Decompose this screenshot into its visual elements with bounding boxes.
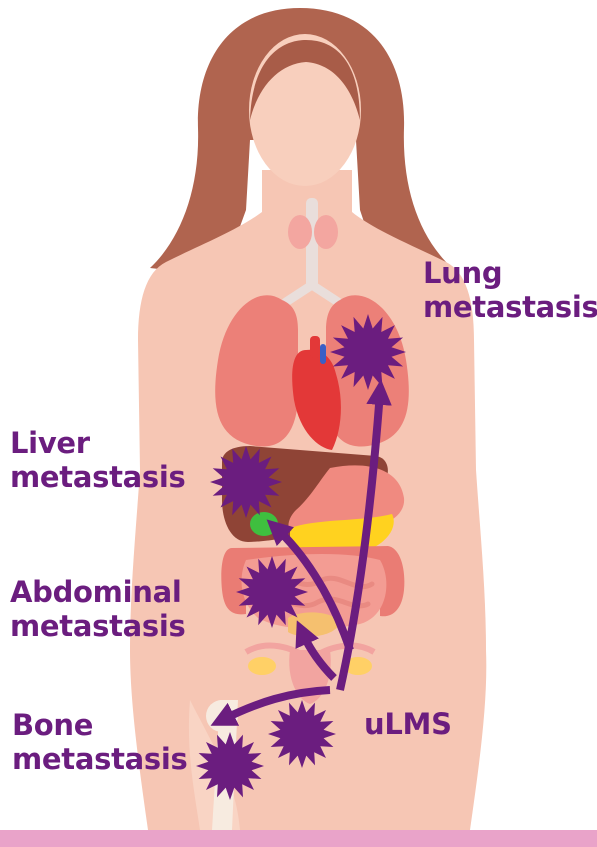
- gallbladder: [250, 512, 278, 536]
- bone-label-line2: metastasis: [12, 742, 187, 776]
- liver-label-line1: Liver: [10, 426, 185, 460]
- tumor-lung: [330, 314, 406, 390]
- abdominal-label-line1: Abdominal: [10, 575, 185, 609]
- tumor-primary-ulms: [268, 700, 336, 768]
- ulms-label-text: uLMS: [364, 707, 452, 741]
- thyroid-left: [288, 215, 312, 249]
- vein: [320, 344, 326, 364]
- ovary-left: [248, 657, 276, 675]
- aorta: [310, 336, 320, 358]
- tumor-abdominal: [236, 556, 308, 628]
- lung-metastasis-label: Lung metastasis: [423, 256, 597, 324]
- bone-label-line1: Bone: [12, 708, 187, 742]
- tumor-bone: [196, 732, 264, 800]
- ulms-primary-label: uLMS: [364, 707, 452, 741]
- lung-label-line2: metastasis: [423, 290, 597, 324]
- bone-metastasis-label: Bone metastasis: [12, 708, 187, 776]
- liver-metastasis-label: Liver metastasis: [10, 426, 185, 494]
- liver-label-line2: metastasis: [10, 460, 185, 494]
- tumor-liver: [210, 446, 282, 518]
- bottom-bar: [0, 830, 597, 847]
- abdominal-label-line2: metastasis: [10, 609, 185, 643]
- thyroid-right: [314, 215, 338, 249]
- abdominal-metastasis-label: Abdominal metastasis: [10, 575, 185, 643]
- lung-label-line1: Lung: [423, 256, 597, 290]
